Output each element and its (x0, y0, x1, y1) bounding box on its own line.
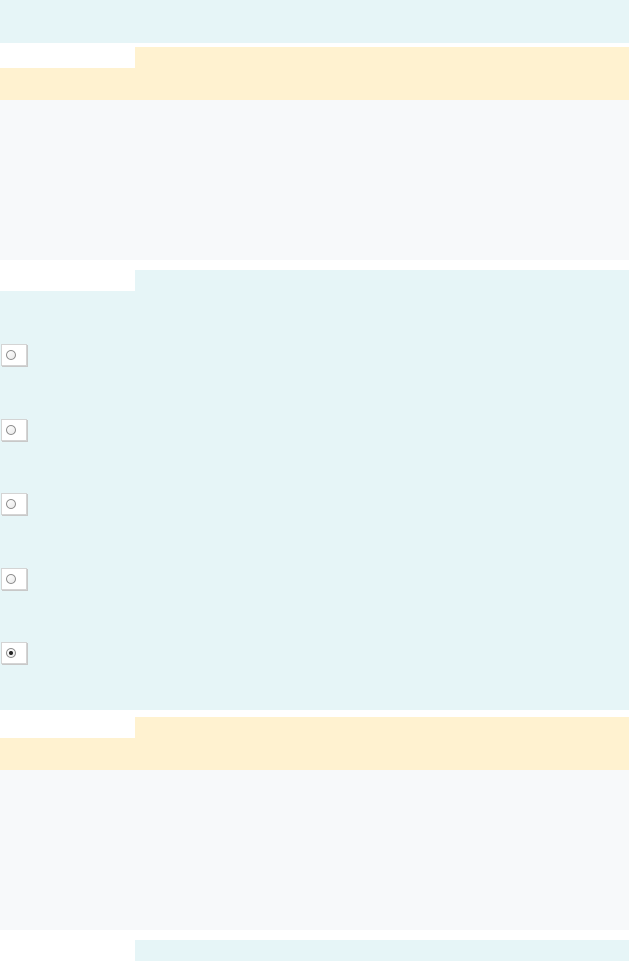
section-content-3 (0, 770, 629, 930)
radio-option-5[interactable] (1, 642, 27, 664)
section-header-3-label-cell (0, 717, 135, 738)
section-content-1 (0, 100, 629, 260)
radio-button-1[interactable] (6, 350, 16, 360)
radio-option-1[interactable] (1, 344, 27, 366)
radio-option-4[interactable] (1, 568, 27, 590)
section-header-1-label-cell (0, 47, 135, 68)
radio-button-3[interactable] (6, 499, 16, 509)
bottom-band-label-cell (0, 940, 135, 961)
top-band (0, 0, 629, 43)
bottom-band (0, 940, 629, 961)
options-panel-label-cell (0, 270, 135, 291)
radio-button-5[interactable] (6, 648, 16, 658)
radio-option-2[interactable] (1, 419, 27, 441)
radio-option-3[interactable] (1, 493, 27, 515)
radio-button-4[interactable] (6, 574, 16, 584)
options-panel (0, 270, 629, 710)
radio-button-2[interactable] (6, 425, 16, 435)
